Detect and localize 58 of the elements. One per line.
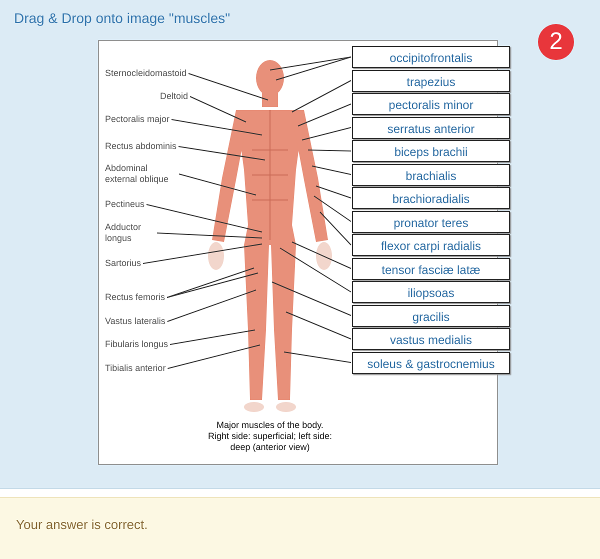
part-label: Rectus femoris (105, 292, 166, 303)
leader-line (314, 196, 352, 222)
leader-line (272, 282, 352, 316)
drag-label: occipitofrontalis (352, 46, 510, 68)
leader-line (178, 174, 256, 196)
leader-line (166, 268, 254, 298)
leader-line (308, 150, 352, 152)
drag-label: brachialis (352, 164, 510, 186)
leader-line (166, 272, 258, 298)
leader-line (302, 127, 352, 140)
leader-line (312, 166, 352, 175)
drag-label: gracilis (352, 304, 510, 326)
muscle-figure-drawing (208, 60, 332, 412)
leader-line (142, 244, 262, 264)
drag-label: brachioradialis (352, 187, 510, 209)
drag-label: soleus & gastrocnemius (352, 352, 510, 374)
leader-line (167, 344, 260, 369)
part-label: Sternocleidomastoid (105, 68, 187, 79)
leader-line (178, 146, 266, 160)
leader-line (170, 330, 256, 345)
feedback-text: Your answer is correct. (16, 517, 148, 532)
leader-line (166, 290, 256, 322)
part-label: Tibialis anterior (105, 363, 166, 374)
drag-label: vastus medialis (352, 328, 510, 350)
part-label: Pectineus (105, 199, 145, 210)
part-label: Abdominal external oblique (105, 163, 177, 185)
figure-caption: Major muscles of the body. Right side: superficial; left side: deep (anterior view) (206, 420, 334, 453)
leader-line (292, 242, 352, 269)
leader-line (270, 56, 352, 70)
drag-label: iliopsoas (352, 281, 510, 303)
part-label: Deltoid (160, 91, 188, 102)
drag-label: pronator teres (352, 210, 510, 232)
question-title: Drag & Drop onto image "muscles" (14, 10, 230, 26)
leader-line (171, 119, 262, 136)
part-label: Adductor longus (105, 222, 155, 244)
drag-label: flexor carpi radialis (352, 234, 510, 256)
part-label: Vastus lateralis (105, 316, 166, 327)
leader-line (320, 212, 352, 246)
leader-line (188, 73, 268, 100)
drag-label: pectoralis minor (352, 93, 510, 115)
drag-label: biceps brachii (352, 140, 510, 162)
leader-line (286, 312, 352, 340)
leader-line (146, 204, 262, 232)
leader-line (276, 56, 352, 80)
drag-label: serratus anterior (352, 116, 510, 138)
drag-label: trapezius (352, 70, 510, 92)
leader-line (292, 80, 352, 112)
leader-line (298, 104, 352, 126)
part-label: Fibularis longus (105, 339, 168, 350)
leader-line (280, 248, 352, 292)
leader-line (156, 232, 262, 238)
drag-label: tensor fasciæ latæ (352, 258, 510, 280)
leader-line (316, 186, 352, 198)
part-label: Rectus abdominis (105, 141, 177, 152)
leader-line (284, 352, 352, 363)
part-label: Sartorius (105, 258, 142, 269)
leader-line (190, 96, 246, 122)
part-label: Pectoralis major (105, 114, 170, 125)
